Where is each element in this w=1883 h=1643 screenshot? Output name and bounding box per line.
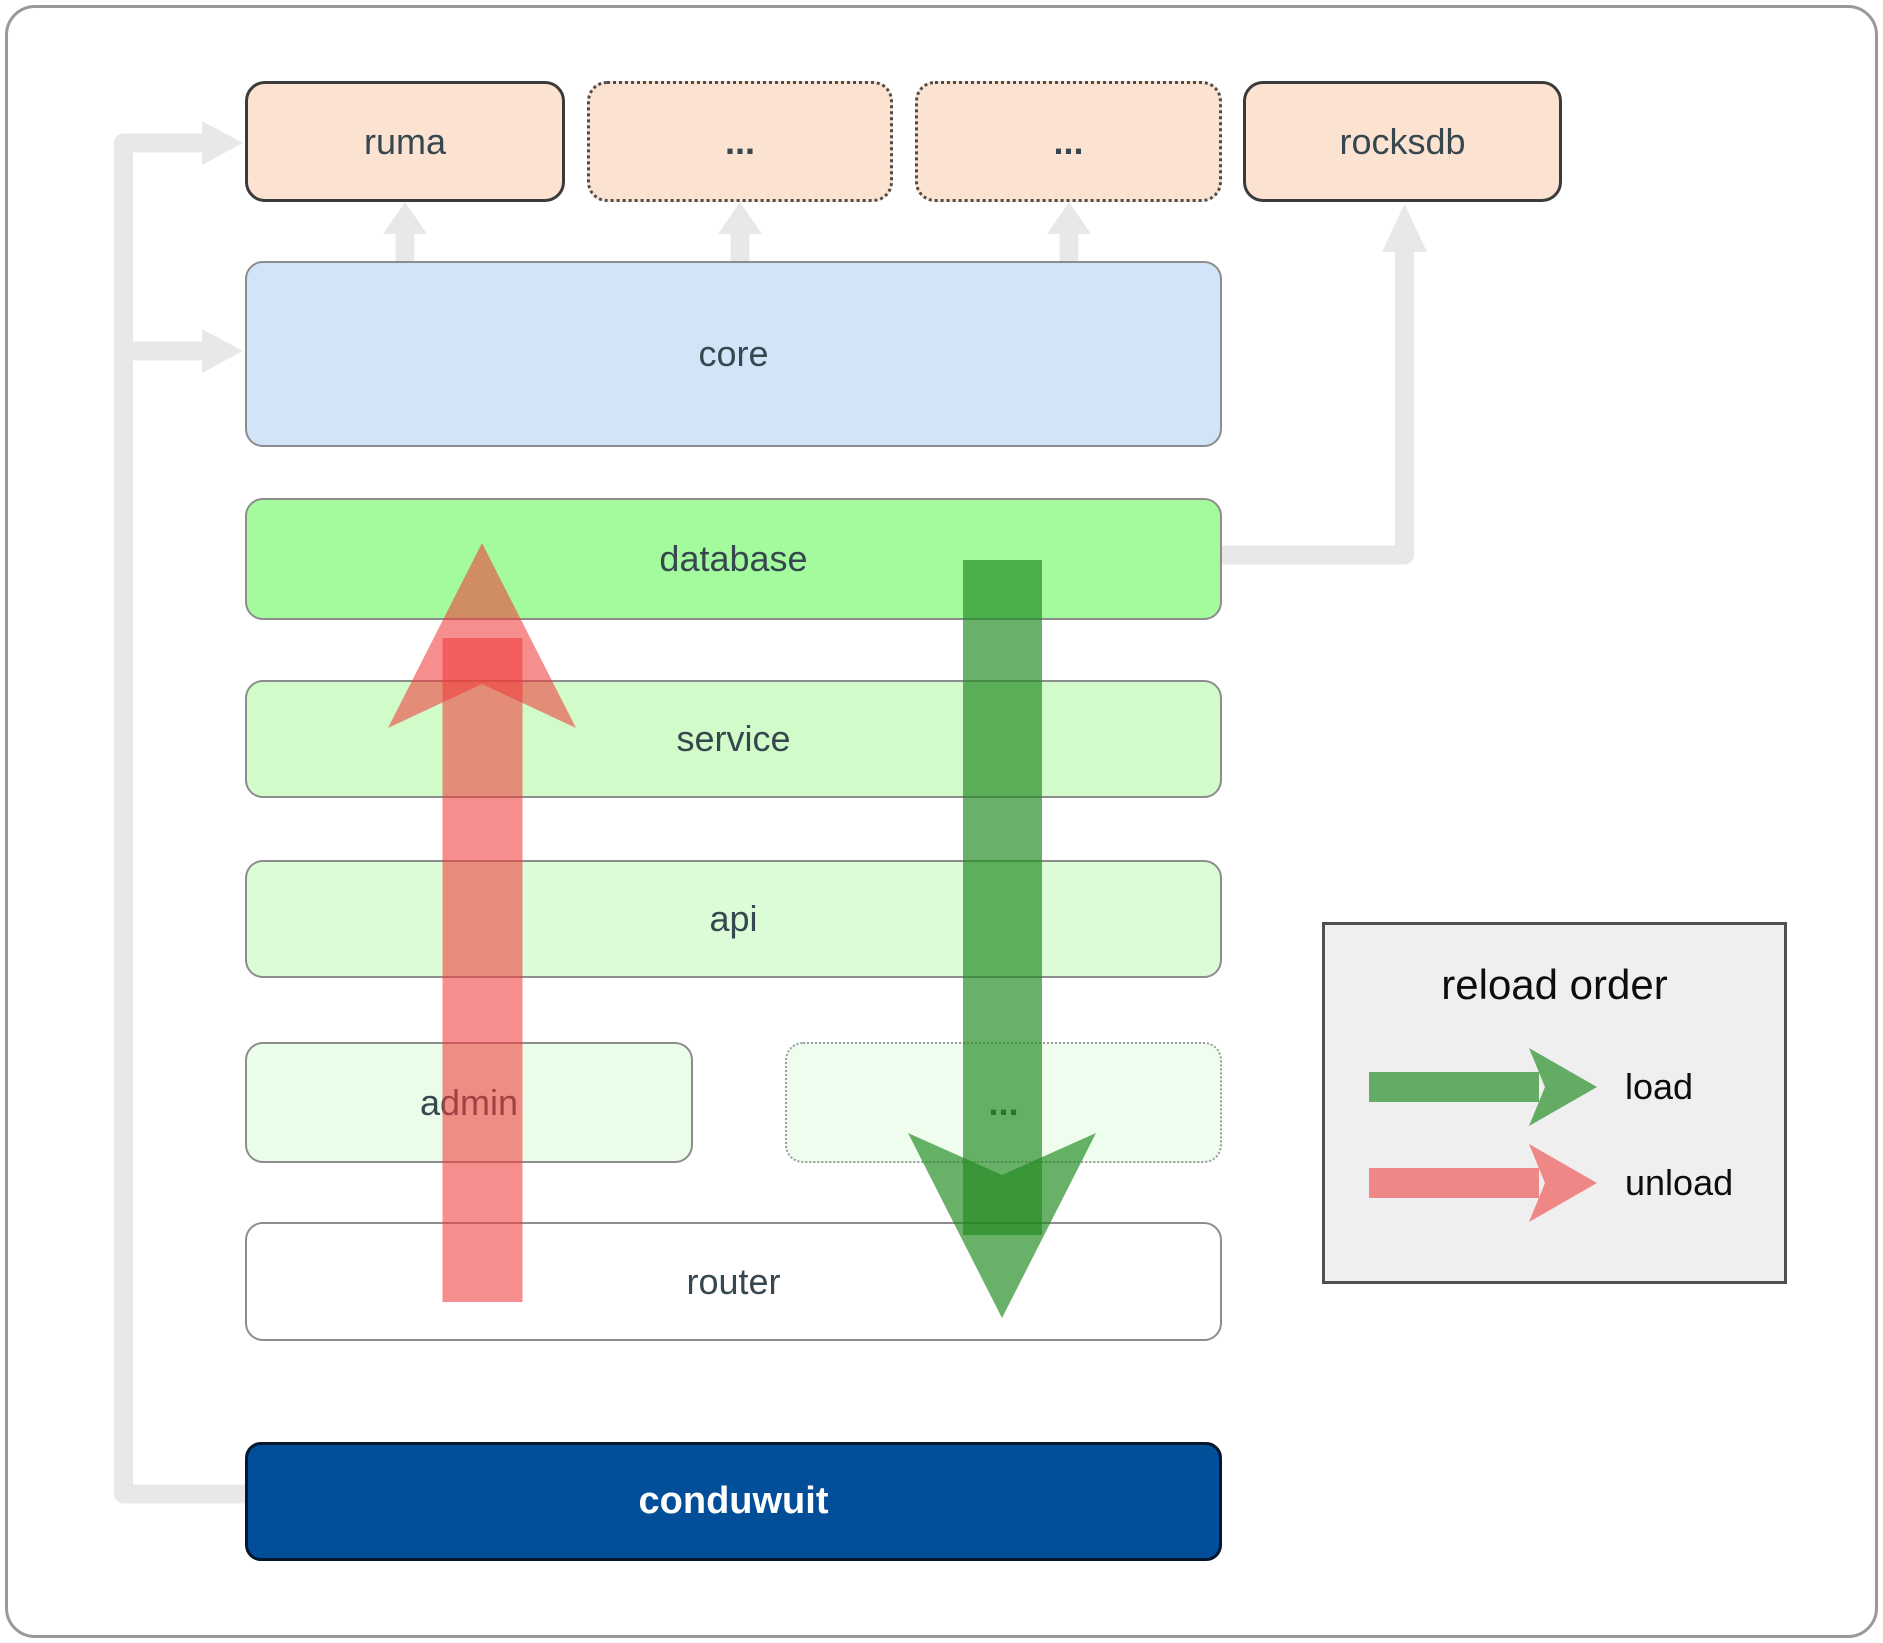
legend-load-arrow-body <box>1369 1072 1539 1102</box>
legend-load-arrow <box>1369 1048 1597 1126</box>
node-core-label: core <box>698 333 769 374</box>
node-ruma-label: ruma <box>363 120 447 162</box>
legend-load-label: load <box>1625 1066 1694 1107</box>
node-top-ellipsis-2: ... <box>915 81 1222 202</box>
node-database: database <box>245 498 1222 620</box>
node-api: api <box>245 860 1222 978</box>
node-top-ellipsis-2-label: ... <box>1053 120 1084 162</box>
node-router-label: router <box>686 1260 781 1302</box>
node-conduwuit: conduwuit <box>245 1442 1222 1561</box>
legend-unload-label: unload <box>1625 1162 1734 1203</box>
legend-unload-arrow-body <box>1369 1168 1539 1198</box>
legend-unload-arrow-head <box>1529 1144 1597 1222</box>
outer-frame <box>5 5 1878 1638</box>
node-ruma: ruma <box>245 81 565 202</box>
node-top-ellipsis-1-label: ... <box>724 120 755 162</box>
node-mid-ellipsis: ... <box>785 1042 1222 1163</box>
legend-unload-arrow <box>1369 1144 1597 1222</box>
node-api-label: api <box>709 898 758 939</box>
node-admin: admin <box>245 1042 693 1163</box>
node-top-ellipsis-1: ... <box>587 81 893 202</box>
node-admin-label: admin <box>419 1081 519 1123</box>
node-service: service <box>245 680 1222 798</box>
node-service-label: service <box>676 718 791 759</box>
node-database-label: database <box>659 538 808 579</box>
node-router: router <box>245 1222 1222 1341</box>
node-rocksdb-label: rocksdb <box>1339 120 1466 162</box>
node-conduwuit-label: conduwuit <box>638 1480 829 1522</box>
node-mid-ellipsis-label: ... <box>988 1081 1019 1123</box>
node-rocksdb: rocksdb <box>1243 81 1562 202</box>
legend-title: reload order <box>1441 961 1668 1008</box>
legend: reload order load unload <box>1322 922 1787 1284</box>
node-core: core <box>245 261 1222 447</box>
legend-load-arrow-head <box>1529 1048 1597 1126</box>
